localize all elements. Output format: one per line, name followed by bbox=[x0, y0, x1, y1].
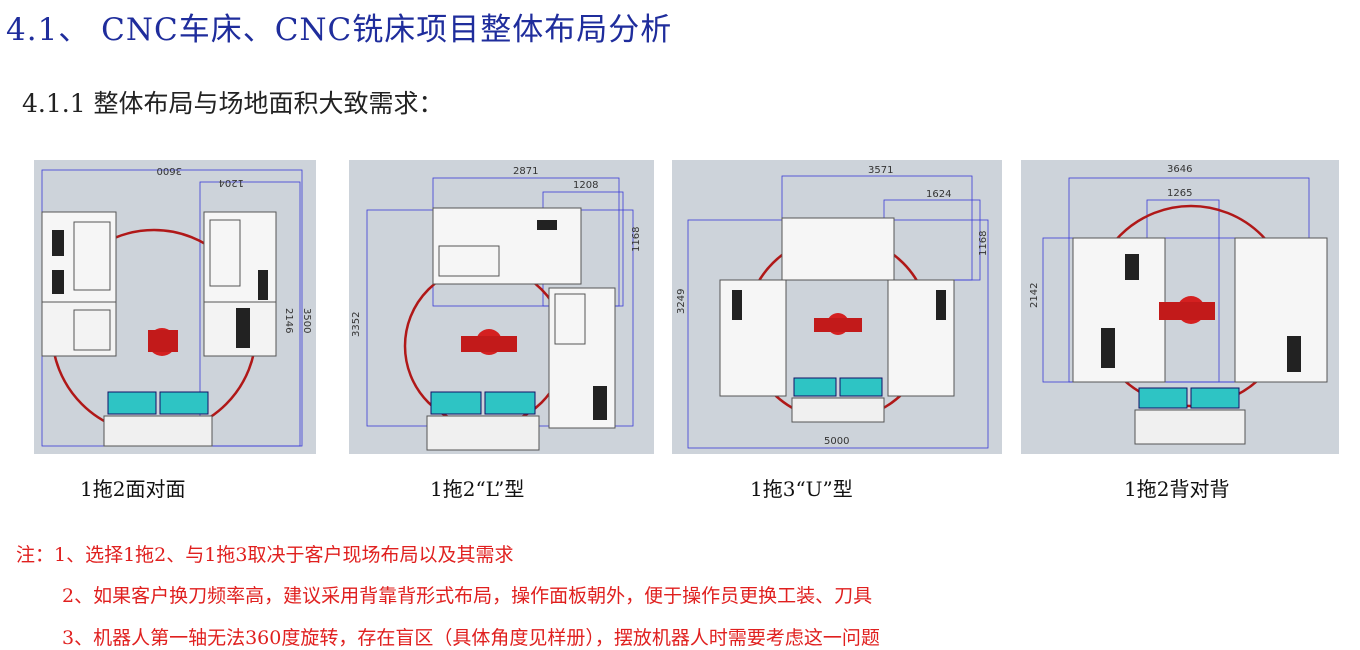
layout-drawing-back-to-back: 3646 1265 2142 3042 bbox=[1021, 160, 1339, 454]
subsection-heading: 4.1.1 整体布局与场地面积大致需求： bbox=[22, 89, 444, 118]
caption-u-shape: 1拖3“U”型 bbox=[750, 477, 853, 501]
dim-1265: 1265 bbox=[1167, 188, 1192, 199]
note-line-3: 3、机器人第一轴无法360度旋转，存在盲区（具体角度见样册），摆放机器人时需要考… bbox=[62, 627, 880, 649]
dim-1204: 1204 bbox=[219, 177, 244, 188]
dim-3646: 3646 bbox=[1167, 164, 1192, 175]
note-line-2: 2、如果客户换刀频率高，建议采用背靠背形式布局，操作面板朝外，便于操作员更换工装… bbox=[62, 585, 873, 607]
section-heading: 4.1、 CNC车床、CNC铣床项目整体布局分析 bbox=[6, 12, 673, 48]
dim-2142: 2142 bbox=[1029, 283, 1040, 308]
layout-drawing-l-shape: 2871 1208 1168 3352 bbox=[349, 160, 654, 454]
layout-drawing-u-shape: 3571 1624 1168 3249 5000 bbox=[672, 160, 1002, 454]
layout-drawing-face-to-face: 3600 1204 2146 3500 bbox=[34, 160, 316, 454]
caption-face-to-face: 1拖2面对面 bbox=[80, 477, 186, 501]
dim-2146: 2146 bbox=[283, 308, 294, 333]
dim-1168: 1168 bbox=[978, 231, 989, 256]
dim-3249: 3249 bbox=[676, 289, 687, 314]
caption-l-shape: 1拖2“L”型 bbox=[430, 477, 525, 501]
dim-1208: 1208 bbox=[573, 180, 598, 191]
dim-3500: 3500 bbox=[301, 308, 312, 333]
dim-1168: 1168 bbox=[631, 227, 642, 252]
dim-5000: 5000 bbox=[824, 436, 849, 447]
dim-3600: 3600 bbox=[157, 165, 182, 176]
dim-1624: 1624 bbox=[926, 189, 951, 200]
caption-back-to-back: 1拖2背对背 bbox=[1124, 477, 1230, 501]
dim-3352: 3352 bbox=[351, 312, 362, 337]
dim-2871: 2871 bbox=[513, 166, 538, 177]
dim-3571: 3571 bbox=[868, 165, 893, 176]
note-line-1: 注：1、选择1拖2、与1拖3取决于客户现场布局以及其需求 bbox=[16, 544, 514, 566]
